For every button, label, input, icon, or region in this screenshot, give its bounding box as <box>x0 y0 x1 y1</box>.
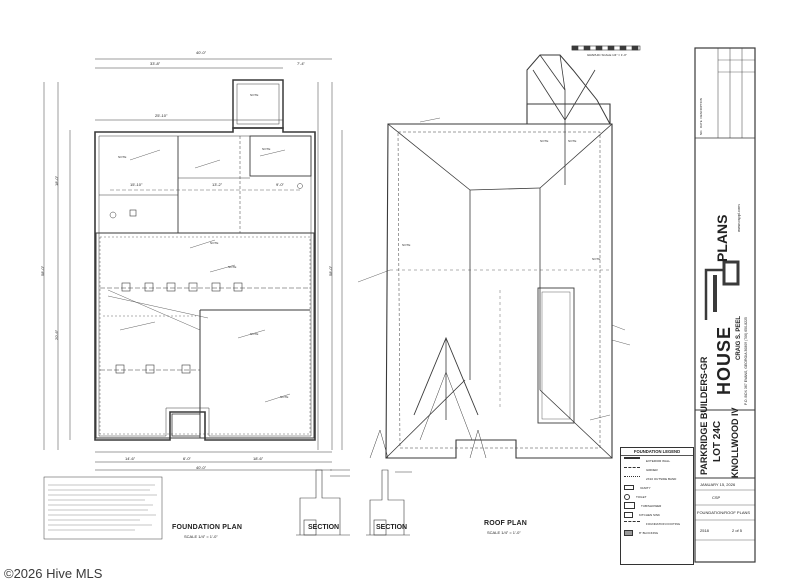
plan-number: 2518 <box>700 528 709 533</box>
svg-text:NOTE: NOTE <box>592 257 600 261</box>
legend-item: FOUNDATION FOOTING <box>621 519 693 528</box>
svg-text:NOTE: NOTE <box>568 139 576 143</box>
dim-bottom-overall: 40'-0" <box>196 465 207 470</box>
svg-text:NOTE: NOTE <box>118 155 126 159</box>
dim-bottom-mid: 6'-0" <box>183 456 191 461</box>
svg-text:NOTE: NOTE <box>228 265 236 269</box>
legend-item: VANITY <box>621 483 693 492</box>
drawing-date: JANUARY 15, 2026 <box>700 482 736 487</box>
dim-left-upper: 18'-0" <box>54 175 59 186</box>
dim-upper-span: 25'-10" <box>155 113 168 118</box>
dim-top-right: 7'-4" <box>297 61 305 66</box>
dim-left-lower: 20'-6" <box>54 329 59 340</box>
sheet-number: 2 of 5 <box>732 528 743 533</box>
designer-address: P.O. BOX 367 EVANS, GEORGIA 30809 (706) … <box>744 316 748 405</box>
lot-number: LOT 24C <box>712 420 723 462</box>
mls-watermark: ©2026 Hive MLS <box>4 566 103 581</box>
drawn-by: CSP <box>712 495 721 500</box>
designer-website: www.csppl.com <box>736 204 741 232</box>
subdivision-name: KNOLLWOOD IV <box>730 407 740 479</box>
dim-left-overall: 58'-0" <box>40 265 45 276</box>
dim-right-overall: 58'-0" <box>328 265 333 276</box>
svg-text:NOTE: NOTE <box>280 395 288 399</box>
graphic-scale-label: GRAPHIC SCALE 1/4" = 1'-0" <box>587 53 627 57</box>
foundation-plan-title: FOUNDATION PLAN <box>172 524 243 531</box>
svg-text:NOTE: NOTE <box>210 241 218 245</box>
section-details-drawing <box>296 469 412 536</box>
legend-title: FOUNDATION LEGEND <box>621 448 693 456</box>
brand-house: HOUSE <box>714 325 734 395</box>
sheet-title: FOUNDATION/ROOF PLANS <box>697 510 751 515</box>
roof-plan-drawing <box>357 54 631 459</box>
title-block-frame <box>694 47 756 563</box>
revision-header: NO. DATE DESCRIPTION <box>699 98 703 135</box>
legend-item: KITCHEN SINK <box>621 510 693 519</box>
legend-item: 8" BLOCKING <box>621 528 693 537</box>
foundation-legend: FOUNDATION LEGEND EXTERIOR WALL GIRDER 2… <box>620 447 694 565</box>
legend-item: TOILET <box>621 492 693 501</box>
legend-item: TUB/SHOWER <box>621 501 693 510</box>
legend-item: GIRDER <box>621 465 693 474</box>
dim-porch: 9'-0" <box>276 182 284 187</box>
dim-top-left: 33'-8" <box>150 61 161 66</box>
builder-name: PARKRIDGE BUILDERS-GR <box>699 356 709 475</box>
section-2-title: SECTION <box>376 524 408 531</box>
designer-name: CRAIG S. PEEL <box>736 315 742 360</box>
foundation-plan-scale: SCALE 1/4" = 1'-0" <box>184 534 218 539</box>
legend-item: EXTERIOR WALL <box>621 456 693 465</box>
dim-bottom-left: 14'-6" <box>125 456 136 461</box>
dim-mid-left: 15'-10" <box>130 182 143 187</box>
roof-plan-scale: SCALE 1/4" = 1'-0" <box>487 530 521 535</box>
graphic-scale-bar <box>571 45 641 51</box>
foundation-plan-drawing <box>43 58 343 540</box>
roof-plan-title: ROOF PLAN <box>484 520 528 527</box>
svg-text:NOTE: NOTE <box>250 332 258 336</box>
dim-bottom-right: 18'-6" <box>253 456 264 461</box>
dim-mid-right: 13'-2" <box>212 182 223 187</box>
house-plans-logo <box>704 260 740 320</box>
svg-text:NOTE: NOTE <box>540 139 548 143</box>
legend-item: 2X10 OUTSIDE BAND <box>621 474 693 483</box>
svg-text:NOTE: NOTE <box>402 243 410 247</box>
dim-overall-width: 40'-0" <box>196 50 207 55</box>
brand-plans: PLANS <box>714 214 730 262</box>
svg-text:NOTE: NOTE <box>250 93 258 97</box>
section-1-title: SECTION <box>308 524 340 531</box>
svg-text:NOTE: NOTE <box>262 147 270 151</box>
